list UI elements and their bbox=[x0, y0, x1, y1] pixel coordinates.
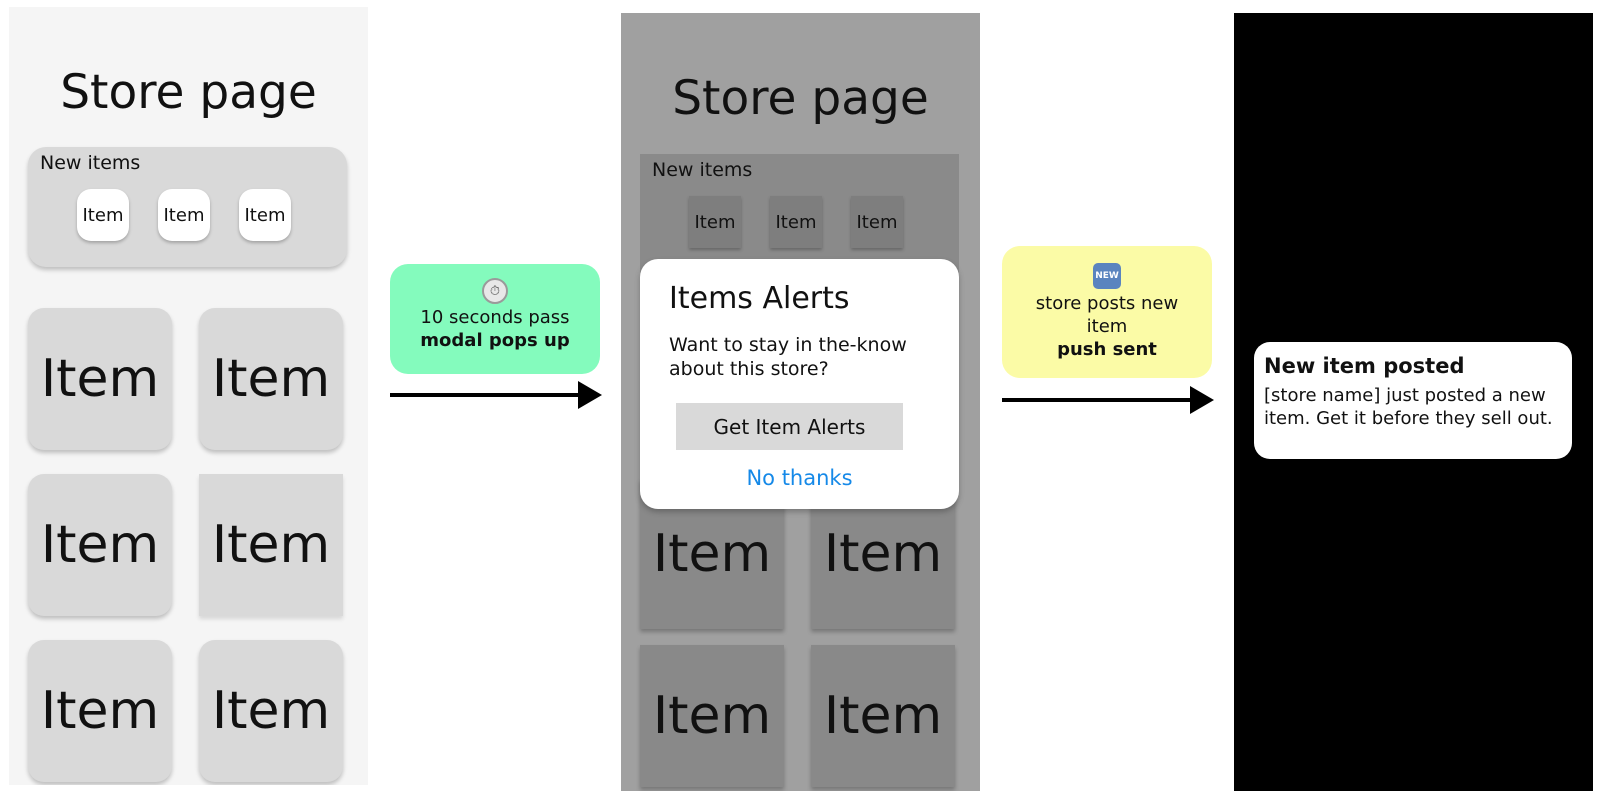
lock-screen: New item posted [store name] just posted… bbox=[1234, 13, 1593, 791]
store-page-with-modal-screen: Store page New items Item Item Item Item… bbox=[621, 13, 980, 791]
new-items-section: New items Item Item Item bbox=[28, 147, 347, 267]
new-items-label: New items bbox=[40, 152, 141, 174]
item-card[interactable]: Item bbox=[28, 308, 172, 450]
item-card[interactable]: Item bbox=[640, 645, 784, 787]
modal-body: Want to stay in the-know about this stor… bbox=[669, 334, 907, 380]
item-card[interactable]: Item bbox=[811, 645, 955, 787]
stopwatch-icon: ⏱ bbox=[482, 278, 508, 304]
page-title: Store page bbox=[60, 65, 317, 120]
store-page-screen: Store page New items Item Item Item Item… bbox=[9, 7, 368, 785]
flow-arrow bbox=[390, 393, 580, 397]
no-thanks-link[interactable]: No thanks bbox=[746, 466, 853, 490]
item-card[interactable]: Item bbox=[28, 474, 172, 616]
notification-title: New item posted bbox=[1264, 354, 1465, 378]
item-card[interactable]: Item bbox=[199, 640, 343, 782]
new-item-chip[interactable]: Item bbox=[770, 196, 822, 248]
notification-body: [store name] just posted a new item. Get… bbox=[1264, 385, 1553, 429]
alerts-modal: Items Alerts Want to stay in the-know ab… bbox=[640, 259, 959, 509]
step-note-new-item: NEW store posts new item push sent bbox=[1002, 246, 1212, 378]
step-note-bold: push sent bbox=[1057, 339, 1157, 360]
get-item-alerts-button[interactable]: Get Item Alerts bbox=[676, 403, 903, 450]
arrow-head-icon bbox=[1190, 386, 1214, 414]
item-card[interactable]: Item bbox=[199, 474, 343, 616]
new-item-chip[interactable]: Item bbox=[851, 196, 903, 248]
flow-arrow bbox=[1002, 398, 1192, 402]
item-card[interactable]: Item bbox=[28, 640, 172, 782]
arrow-head-icon bbox=[578, 381, 602, 409]
step-note-timer: ⏱ 10 seconds pass modal pops up bbox=[390, 264, 600, 374]
push-notification[interactable]: New item posted [store name] just posted… bbox=[1254, 342, 1572, 459]
page-title: Store page bbox=[672, 71, 929, 126]
step-note-bold: modal pops up bbox=[420, 330, 570, 351]
new-item-chip[interactable]: Item bbox=[689, 196, 741, 248]
new-item-chip[interactable]: Item bbox=[239, 189, 291, 241]
new-items-label: New items bbox=[652, 159, 753, 181]
item-card[interactable]: Item bbox=[199, 308, 343, 450]
new-item-chip[interactable]: Item bbox=[77, 189, 129, 241]
step-note-text: store posts new item bbox=[1035, 293, 1179, 337]
modal-title: Items Alerts bbox=[669, 281, 850, 316]
new-item-chip[interactable]: Item bbox=[158, 189, 210, 241]
step-note-text: 10 seconds pass bbox=[420, 307, 570, 328]
new-badge-icon: NEW bbox=[1093, 263, 1121, 289]
